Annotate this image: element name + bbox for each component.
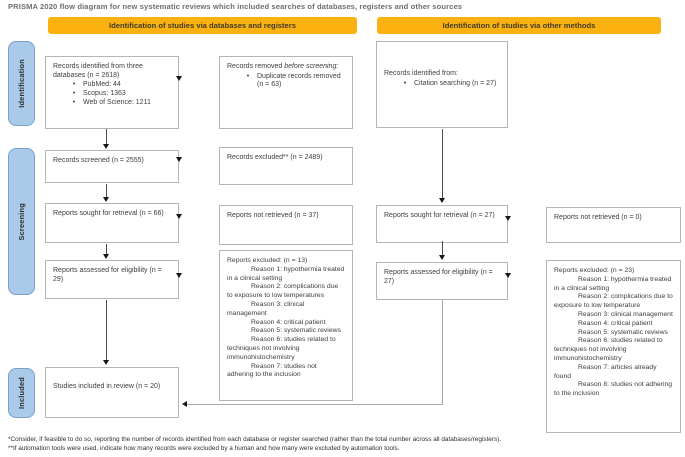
arrow-exclude-icon (505, 216, 511, 221)
flow-line (106, 129, 107, 145)
arrow-exclude-icon (176, 273, 182, 278)
flow-line (442, 300, 443, 404)
arrow-down-icon (103, 254, 109, 259)
bullet-item: Duplicate records removed (n = 63) (239, 73, 345, 90)
arrow-down-icon (103, 144, 109, 149)
flow-line (187, 404, 443, 405)
box-text: Reports not retrieved (n = 0) (554, 214, 642, 221)
flow-line (106, 244, 107, 255)
box-records-removed: Records removed before screening: Duplic… (219, 56, 353, 129)
exclusion-reason: Reason 4: critical patient (578, 319, 653, 327)
stage-screening: Screening (8, 148, 35, 295)
box-reports-not-retrieved-databases: Reports not retrieved (n = 37) (219, 205, 353, 245)
box-text: Reports sought for retrieval (n = 66) (53, 210, 164, 217)
box-text: Records removed before screening: (227, 63, 339, 70)
box-studies-included: Studies included in review (n = 20) (45, 367, 179, 418)
arrow-exclude-icon (176, 157, 182, 162)
exclusion-reason: Reason 4: critical patient (251, 318, 326, 326)
box-records-screened: Records screened (n = 2555) (45, 150, 179, 183)
bullet-item: Web of Science: 1211 (65, 99, 171, 108)
box-text: Reports excluded: (n = 13) (227, 257, 308, 264)
box-reports-sought-other: Reports sought for retrieval (n = 27) (376, 205, 508, 243)
box-text: Records excluded** (n = 2489) (227, 154, 323, 161)
flow-line (106, 300, 107, 361)
exclusion-reason: Reason 5: systematic reviews (578, 328, 668, 336)
box-text: Reports sought for retrieval (n = 27) (384, 212, 495, 219)
box-reports-sought-databases: Reports sought for retrieval (n = 66) (45, 203, 179, 243)
box-reports-not-retrieved-other: Reports not retrieved (n = 0) (546, 207, 681, 243)
stage-screening-label: Screening (17, 202, 26, 241)
box-text: Records screened (n = 2555) (53, 157, 144, 164)
arrow-exclude-icon (176, 214, 182, 219)
box-records-identified-other: Records identified from: Citation search… (376, 41, 508, 128)
exclusion-reason: Reason 1: hypothermia treated in a clini… (227, 265, 345, 282)
exclusion-reason: Reason 2: complications due to exposure … (554, 293, 673, 310)
column-header-databases: Identification of studies via databases … (48, 17, 357, 34)
exclusion-reason: Reason 6: studies related to techniques … (227, 336, 336, 361)
arrow-down-icon (439, 255, 445, 260)
bullet-item: Scopus: 1363 (65, 90, 171, 99)
footnote-2: **If automation tools were used, indicat… (8, 445, 400, 452)
stage-identification: Identification (8, 41, 35, 126)
stage-included: Included (8, 368, 35, 418)
exclusion-reason: Reason 8: studies not adhering to the in… (554, 381, 673, 398)
exclusion-reason: Reason 3: clinical management (578, 310, 673, 318)
box-text: Reports assessed for eligibility (n = 29… (53, 267, 162, 283)
box-text: Reports excluded: (n = 23) (554, 267, 635, 274)
exclusion-reason: Reason 2: complications due to exposure … (227, 283, 339, 300)
box-text: Records identified from: (384, 70, 458, 77)
stage-included-label: Included (17, 377, 26, 409)
box-records-excluded: Records excluded** (n = 2489) (219, 147, 353, 185)
exclusion-reason: Reason 7: articles already found (554, 363, 657, 380)
page-title: PRISMA 2020 flow diagram for new systema… (8, 2, 463, 11)
bullet-item: PubMed: 44 (65, 81, 171, 90)
arrow-left-icon (182, 401, 187, 407)
column-header-other-methods: Identification of studies via other meth… (377, 17, 661, 34)
flow-line (106, 184, 107, 198)
box-reports-excluded-other: Reports excluded: (n = 23) Reason 1: hyp… (546, 260, 681, 433)
exclusion-reason: Reason 5: systematic reviews (251, 327, 341, 335)
arrow-down-icon (103, 197, 109, 202)
exclusion-reason: Reason 3: clinical management (227, 300, 305, 317)
arrow-down-icon (103, 360, 109, 365)
exclusion-reason: Reason 1: hypothermia treated in a clini… (554, 275, 672, 292)
box-text: Studies included in review (n = 20) (53, 383, 161, 390)
arrow-exclude-icon (505, 273, 511, 278)
box-text: Reports not retrieved (n = 37) (227, 212, 319, 219)
arrow-down-icon (439, 198, 445, 203)
exclusion-reason: Reason 7: studies not adhering to the in… (227, 362, 317, 379)
box-reports-assessed-databases: Reports assessed for eligibility (n = 29… (45, 260, 179, 299)
stage-identification-label: Identification (17, 59, 26, 108)
box-text: Records identified from three databases … (53, 63, 143, 79)
bullet-item: Citation searching (n = 27) (396, 80, 500, 89)
box-text: Reports assessed for eligibility (n = 27… (384, 269, 493, 285)
arrow-exclude-icon (176, 76, 182, 81)
footnote-1: *Consider, if feasible to do so, reporti… (8, 436, 502, 443)
flow-line (442, 241, 443, 256)
box-reports-excluded-databases: Reports excluded: (n = 13) Reason 1: hyp… (219, 250, 353, 401)
flow-line (442, 129, 443, 199)
exclusion-reason: Reason 6: studies related to techniques … (554, 337, 663, 362)
box-reports-assessed-other: Reports assessed for eligibility (n = 27… (376, 262, 508, 300)
box-records-identified-databases: Records identified from three databases … (45, 56, 179, 129)
